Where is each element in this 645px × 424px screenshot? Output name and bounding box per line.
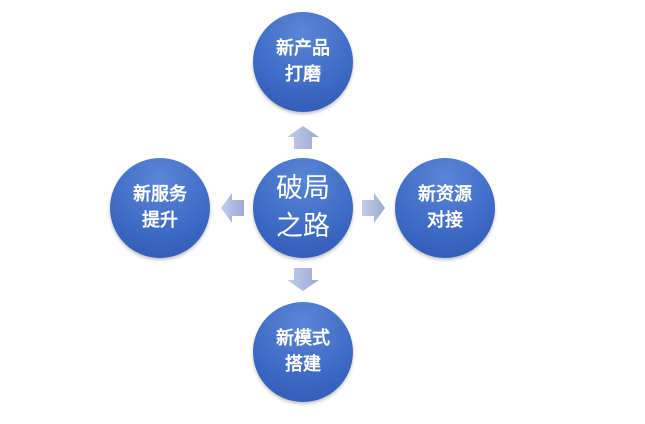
node-label-line2: 打磨: [285, 64, 321, 85]
node-label-line2: 搭建: [285, 354, 321, 375]
node-new-resource: 新资源 对接: [395, 158, 495, 258]
node-label-line2: 对接: [427, 210, 463, 231]
center-node: 破局 之路: [253, 158, 353, 258]
node-label-line1: 新服务: [133, 184, 187, 205]
arrow-up-icon: [287, 126, 319, 149]
node-label-line2: 提升: [142, 210, 178, 231]
node-new-product: 新产品 打磨: [253, 12, 353, 112]
arrow-left-icon: [221, 193, 244, 223]
node-label-line1: 新资源: [418, 184, 472, 205]
arrow-right-icon: [362, 193, 385, 223]
node-new-service: 新服务 提升: [110, 158, 210, 258]
node-new-model: 新模式 搭建: [253, 302, 353, 402]
arrow-down-icon: [287, 268, 319, 291]
node-label-line1: 新产品: [276, 38, 330, 59]
node-label-line1: 新模式: [276, 328, 330, 349]
center-label-line2: 之路: [276, 211, 330, 242]
center-label-line1: 破局: [276, 173, 330, 204]
